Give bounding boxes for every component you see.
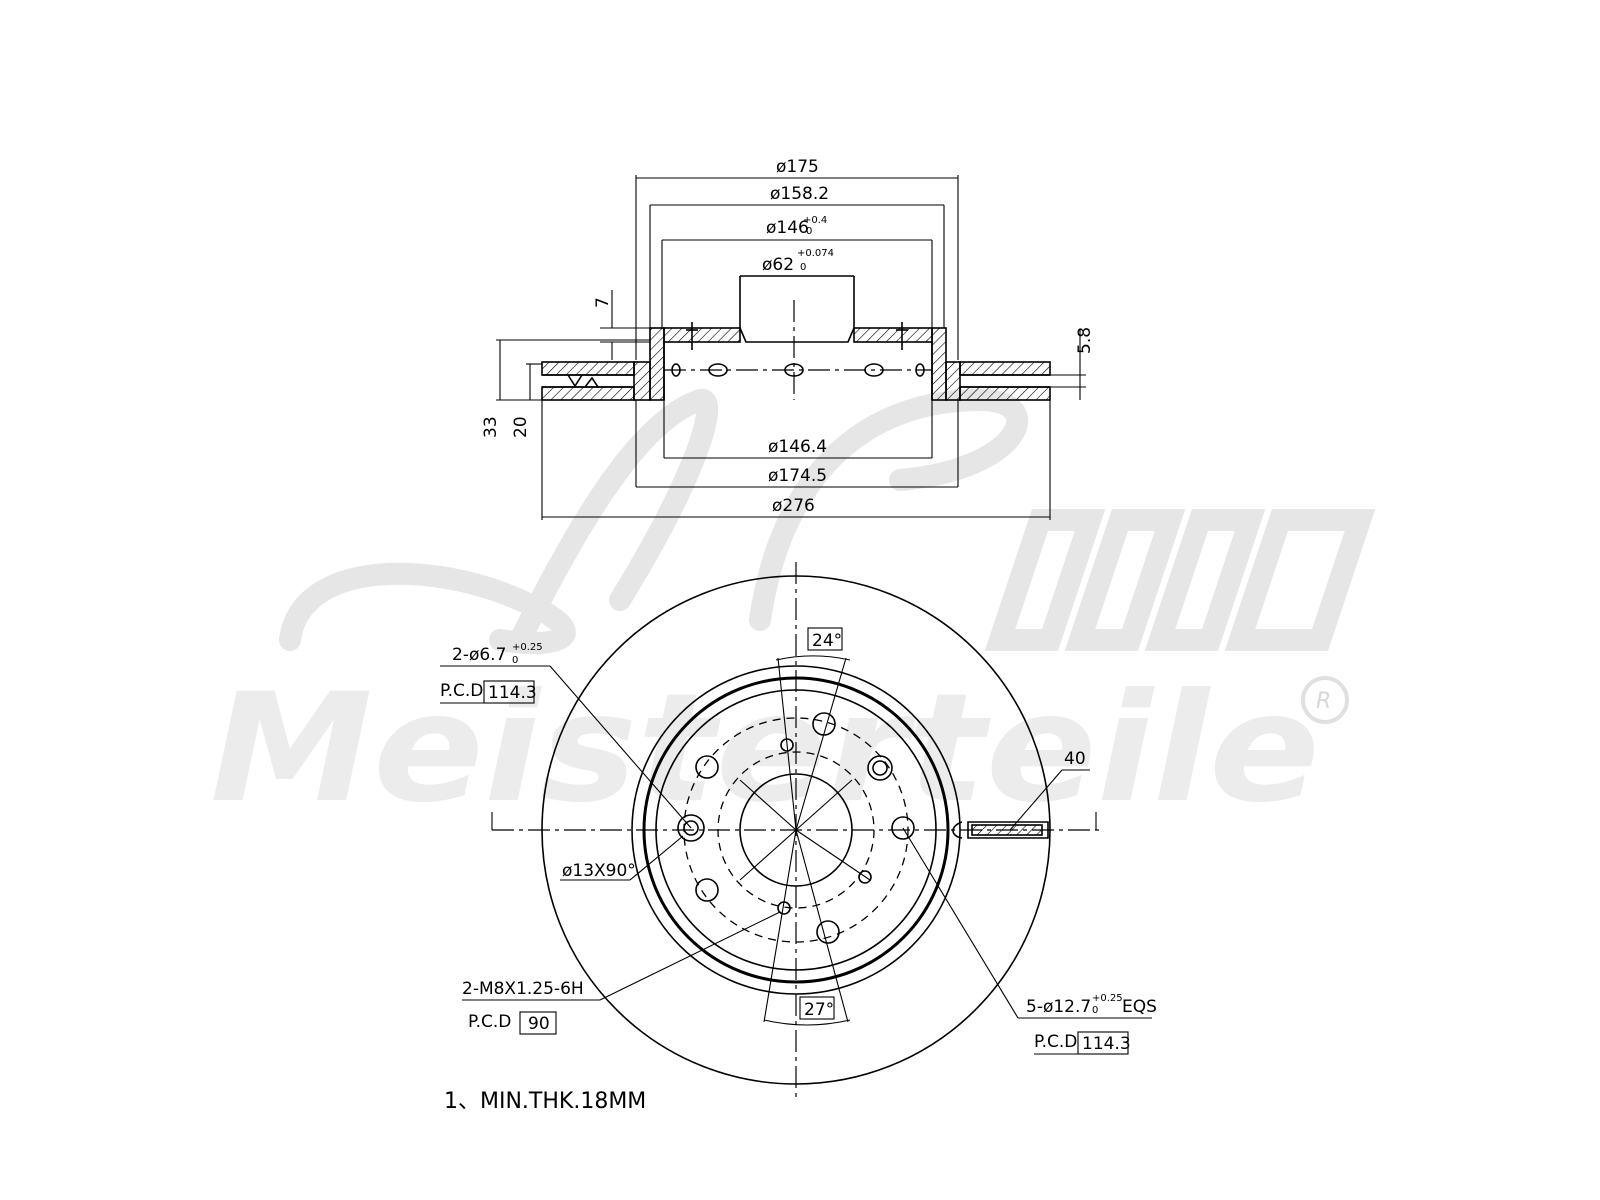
watermark-registered: R [1316,689,1331,714]
callout-locating-pcd-value: 114.3 [488,683,537,703]
hat-top-left [663,327,741,343]
angle-24: 24° [812,631,842,651]
callout-locating-holes-tol-lower: 0 [512,655,518,666]
dim-d146-tol-lower: 0 [806,226,812,237]
stud-hole [816,920,840,944]
callout-locating-holes: 2-ø6.7 [452,645,506,665]
angle-27: 27° [804,1000,834,1020]
stud-hole [695,755,719,779]
watermark: Meisterteile R [210,388,1376,836]
section-view: ø175 ø158.2 ø146 +0.4 0 ø62 +0.074 0 ø14… [481,157,1095,520]
callout-locating-pcd-label: P.C.D [440,681,483,701]
dim-height-33: 33 [481,416,501,438]
dim-d62: ø62 [762,255,794,275]
callout-stud-holes: 5-ø12.7 [1026,997,1091,1017]
hat-wall-right [931,327,947,401]
dim-offset-5-8: 5.8 [1075,327,1095,354]
callout-stud-holes-tol-upper: +0.25 [1092,993,1123,1004]
callout-vent-width: 40 [1064,749,1086,769]
dim-d158-2: ø158.2 [770,184,829,204]
dim-d146-4: ø146.4 [768,437,827,457]
callout-stud-holes-tol-lower: 0 [1092,1005,1098,1016]
dim-d175: ø175 [776,157,819,177]
stud-hole [891,816,915,840]
callout-stud-pcd-label: P.C.D [1034,1032,1077,1052]
hat-top-right [853,327,933,343]
friction-ring-right-top [959,361,1051,376]
watermark-brand: Meisterteile [210,662,1320,836]
hat-wall-left [649,327,665,401]
dim-hat-7: 7 [593,297,613,308]
callout-threaded-pcd-label: P.C.D [468,1012,511,1032]
dim-d146-tol-upper: +0.4 [803,215,827,226]
threaded-hole [858,870,872,884]
dim-d62-tol-upper: +0.074 [797,248,834,259]
friction-ring-left-top [541,361,635,376]
callout-stud-pcd-value: 114.3 [1082,1034,1131,1054]
chamfer-hole [677,814,705,842]
dim-d146: ø146 [766,218,809,238]
friction-ring-left-bottom [541,386,635,401]
dim-thickness-20: 20 [511,416,531,438]
plan-view: 24° 27° 2-ø6.7 +0.25 0 P.C.D 114.3 ø13X9… [440,562,1157,1100]
callout-stud-holes-suffix: EQS [1122,997,1157,1017]
callout-chamfer: ø13X90° [562,861,636,881]
callout-threaded-holes: 2-M8X1.25-6H [462,979,584,999]
note-min-thickness: 1、MIN.THK.18MM [444,1089,646,1114]
friction-ring-right-bottom [959,386,1051,401]
dim-d174-5: ø174.5 [768,466,827,486]
dim-d62-tol-lower: 0 [800,262,806,273]
callout-threaded-pcd-value: 90 [528,1014,550,1034]
stud-hole [695,878,719,902]
callout-locating-holes-tol-upper: +0.25 [512,642,543,653]
dim-d276: ø276 [772,496,815,516]
